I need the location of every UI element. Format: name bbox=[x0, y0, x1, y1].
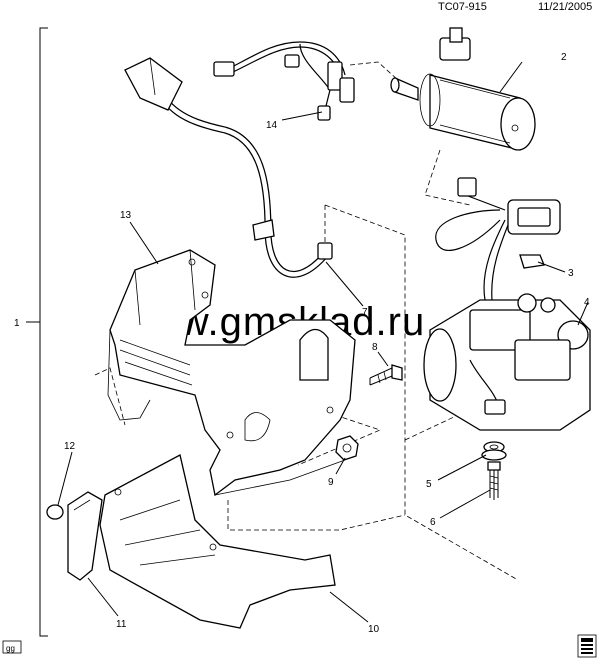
lower-shield bbox=[99, 454, 336, 629]
callout-6: 6 bbox=[430, 517, 436, 528]
callout-13: 13 bbox=[120, 210, 132, 221]
assembly-bracket bbox=[26, 27, 48, 637]
callout-5: 5 bbox=[426, 479, 432, 490]
callouts: 1 2 3 4 5 6 7 8 9 10 11 12 13 14 bbox=[14, 52, 590, 635]
callout-14: 14 bbox=[266, 120, 278, 131]
mounting-nut bbox=[335, 435, 359, 461]
wiring-harness bbox=[213, 41, 355, 121]
air-hose bbox=[124, 57, 333, 278]
compressor-assembly bbox=[423, 177, 591, 431]
callout-3: 3 bbox=[568, 268, 574, 279]
callout-8: 8 bbox=[372, 342, 378, 353]
diagram-code: TC07-915 bbox=[438, 1, 487, 13]
compressor-motor bbox=[390, 27, 536, 151]
side-panel bbox=[67, 491, 103, 581]
mounting-bracket bbox=[107, 249, 356, 497]
callout-4: 4 bbox=[584, 297, 590, 308]
plug bbox=[46, 504, 64, 520]
mounting-bolt-upper bbox=[369, 364, 403, 386]
barcode-icon bbox=[577, 634, 597, 658]
callout-9: 9 bbox=[328, 477, 334, 488]
insulator-grommet bbox=[481, 441, 507, 461]
callout-2: 2 bbox=[561, 52, 567, 63]
callout-10: 10 bbox=[368, 624, 380, 635]
footer-tag-label: gg bbox=[6, 644, 15, 653]
callout-1: 1 bbox=[14, 318, 20, 329]
mounting-bolt-lower bbox=[487, 461, 501, 500]
diagram-date: 11/21/2005 bbox=[538, 1, 592, 13]
callout-7: 7 bbox=[362, 307, 368, 318]
leader-lines bbox=[57, 61, 589, 623]
footer-tag: gg bbox=[2, 640, 22, 654]
callout-11: 11 bbox=[116, 619, 127, 630]
callout-12: 12 bbox=[64, 441, 76, 452]
